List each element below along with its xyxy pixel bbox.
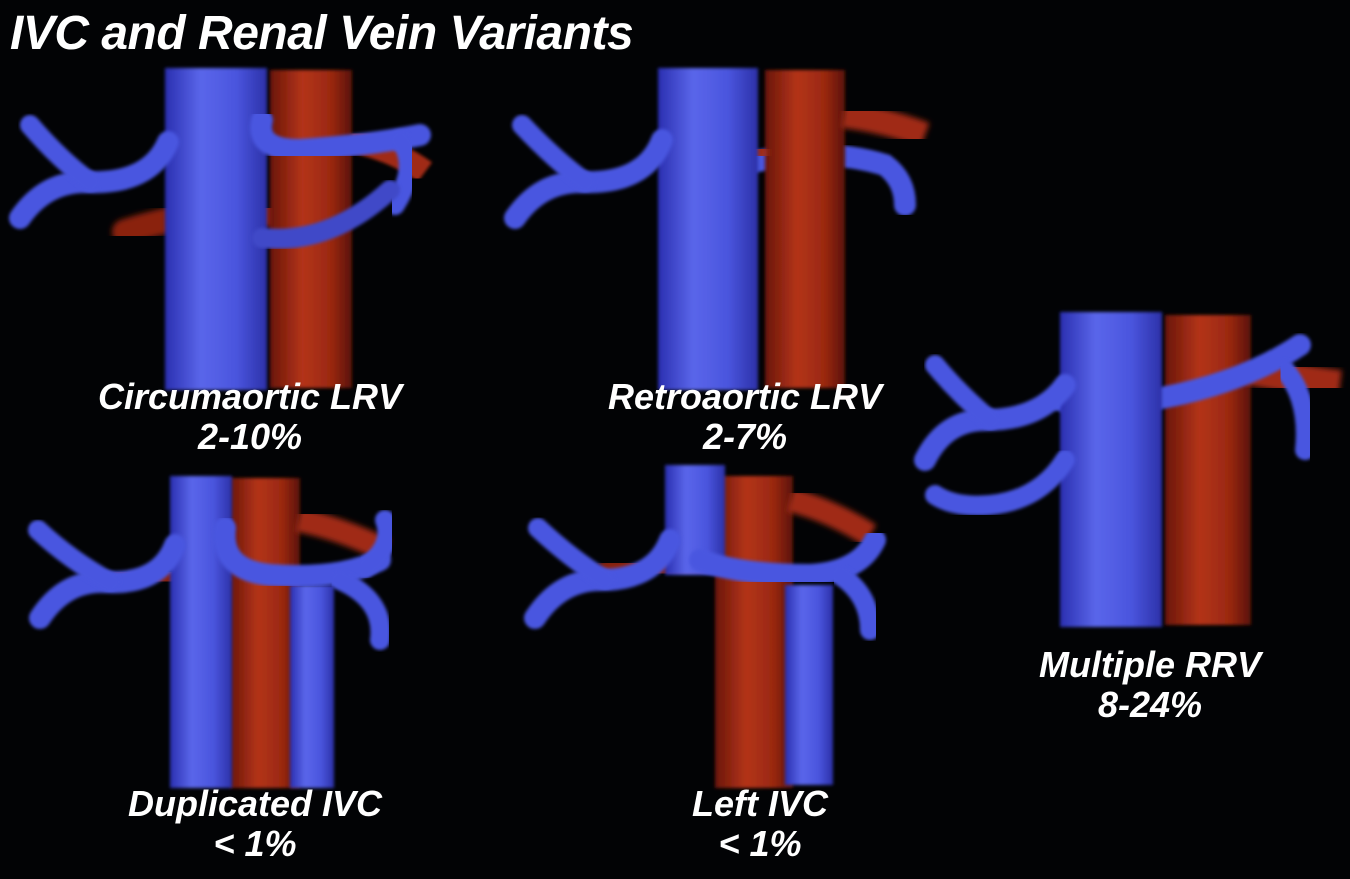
variant-name: Circumaortic LRV xyxy=(97,376,403,417)
duplicated-ivc-illustration xyxy=(28,476,398,788)
multiple-rrv-illustration xyxy=(914,312,1342,627)
variant-prevalence: < 1% xyxy=(718,823,802,864)
variant-prevalence: 2-10% xyxy=(197,416,303,457)
caption-circumaortic-lrv: Circumaortic LRV 2-10% xyxy=(70,377,430,457)
retroaortic-lrv-illustration xyxy=(504,68,930,390)
variant-name: Duplicated IVC xyxy=(127,783,383,824)
variant-prevalence: 2-7% xyxy=(702,416,788,457)
ivc-left xyxy=(290,585,334,788)
renal-artery xyxy=(295,508,391,561)
caption-multiple-rrv: Multiple RRV 8-24% xyxy=(990,645,1310,725)
variant-name: Retroaortic LRV xyxy=(607,376,883,417)
variant-name: Left IVC xyxy=(691,783,828,824)
ivc xyxy=(165,68,267,390)
left-ivc-illustration xyxy=(524,465,886,788)
aorta xyxy=(765,70,845,388)
renal-artery xyxy=(786,488,877,546)
ivc xyxy=(658,68,758,390)
left-renal-vein-posterior xyxy=(252,180,400,249)
page-title: IVC and Renal Vein Variants xyxy=(10,7,634,60)
variant-name: Multiple RRV xyxy=(1039,644,1261,685)
left-renal-vein xyxy=(689,529,886,587)
ivc xyxy=(1060,312,1162,627)
circumaortic-lrv-illustration xyxy=(9,68,433,390)
left-renal-vein xyxy=(213,517,391,587)
right-renal-vein-lower xyxy=(925,450,1075,516)
ivc-left-sided xyxy=(785,585,833,785)
caption-duplicated-ivc: Duplicated IVC < 1% xyxy=(90,784,420,864)
variant-prevalence: < 1% xyxy=(213,823,297,864)
caption-retroaortic-lrv: Retroaortic LRV 2-7% xyxy=(565,377,925,457)
aorta xyxy=(1165,315,1251,625)
aorta xyxy=(715,476,793,788)
caption-left-ivc: Left IVC < 1% xyxy=(620,784,900,864)
aorta xyxy=(230,478,300,788)
variant-prevalence: 8-24% xyxy=(1097,684,1203,725)
renal-artery xyxy=(841,102,930,148)
